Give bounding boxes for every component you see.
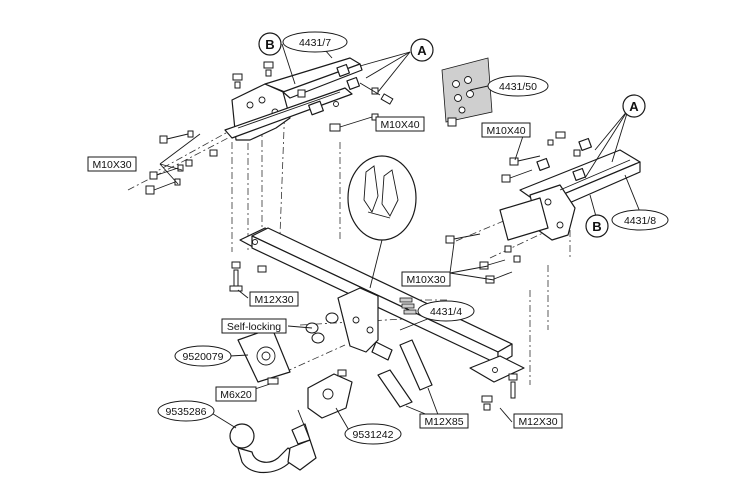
box-m12x85: M12X85 xyxy=(419,413,469,429)
letter-a-left-text: A xyxy=(417,43,427,58)
letter-a-left: A xyxy=(410,38,434,62)
m12x85-text: M12X85 xyxy=(424,416,463,428)
callout-4431-50: 4431/50 xyxy=(487,75,549,97)
label-9520079: 9520079 xyxy=(183,351,224,363)
label-4431-7: 4431/7 xyxy=(299,37,331,49)
self-locking-nuts xyxy=(305,312,339,344)
m12x30-left-text: M12X30 xyxy=(254,294,293,306)
bottom-bolts xyxy=(229,261,518,411)
right-bracket-assembly xyxy=(499,137,641,241)
nut-plate-detail-4431-50 xyxy=(441,57,493,127)
callout-4431-8: 4431/8 xyxy=(611,209,669,231)
clamp-detail-bubble xyxy=(347,155,417,289)
callout-4431-7: 4431/7 xyxy=(282,31,348,53)
callout-4431-4: 4431/4 xyxy=(417,300,475,322)
socket-plate-9520079 xyxy=(237,327,291,385)
m12x30-right-text: M12X30 xyxy=(518,416,557,428)
callout-9531242: 9531242 xyxy=(344,423,402,445)
m10x30-left-text: M10X30 xyxy=(92,159,131,171)
letter-a-right-text: A xyxy=(629,99,639,114)
label-4431-4: 4431/4 xyxy=(430,306,462,318)
self-locking-text: Self-locking xyxy=(227,321,281,333)
label-9535286: 9535286 xyxy=(166,406,207,418)
box-m10x30-left: M10X30 xyxy=(87,156,137,172)
left-bracket-assembly xyxy=(224,57,363,141)
callout-9520079: 9520079 xyxy=(174,345,232,367)
center-bolts xyxy=(377,297,433,408)
box-m6x20: M6x20 xyxy=(215,386,257,402)
box-m12x30-left: M12X30 xyxy=(249,291,299,307)
box-m10x40-right: M10X40 xyxy=(481,122,531,138)
label-4431-50: 4431/50 xyxy=(499,81,537,93)
left-top-bolts xyxy=(232,61,394,132)
letter-b-left: B xyxy=(258,32,282,56)
box-m10x40-left: M10X40 xyxy=(375,116,425,132)
box-self-locking: Self-locking xyxy=(221,318,287,334)
left-side-bolts xyxy=(145,130,218,195)
callout-9535286: 9535286 xyxy=(157,400,215,422)
m10x40-left-text: M10X40 xyxy=(380,119,419,131)
label-4431-8: 4431/8 xyxy=(624,215,656,227)
box-m12x30-right: M12X30 xyxy=(513,413,563,429)
letter-a-right: A xyxy=(622,94,646,118)
m10x30-right-text: M10X30 xyxy=(406,274,445,286)
towball-9535286 xyxy=(229,409,317,474)
letter-b-right: B xyxy=(585,214,609,238)
letter-b-left-text: B xyxy=(265,37,274,52)
box-m10x30-right: M10X30 xyxy=(401,271,451,287)
coupling-body-9531242 xyxy=(307,369,353,419)
m6x20-text: M6x20 xyxy=(220,389,252,401)
letter-b-right-text: B xyxy=(592,219,601,234)
label-9531242: 9531242 xyxy=(353,429,394,441)
m10x40-right-text: M10X40 xyxy=(486,125,525,137)
